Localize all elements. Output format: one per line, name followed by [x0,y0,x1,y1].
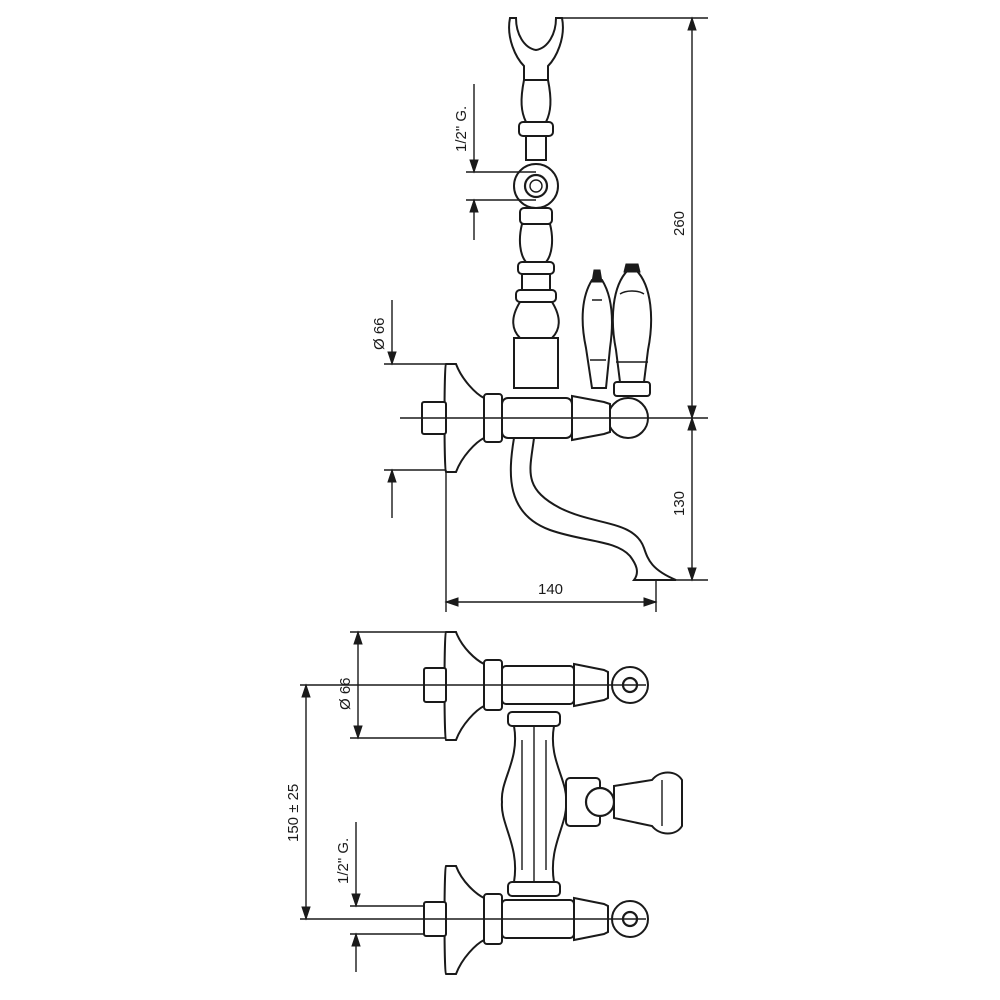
arrow-center-top [301,683,311,698]
top-thread-label: 1/2" G. [335,838,352,884]
column-base [513,337,559,389]
side-flange-diameter-label: Ø 66 [371,317,388,350]
arrow-top-thread-top [351,893,361,908]
holder-stem [520,79,552,123]
arrow-140-left [444,597,459,607]
column-bottom-collar [507,881,561,897]
arrow-center-bottom [301,906,311,921]
arrow-130-bottom [687,567,697,582]
arrow-flange-bottom [387,468,397,483]
arrow-top-flange-top [353,630,363,645]
arrow-130-top [687,416,697,431]
arrow-140-right [643,597,658,607]
lever-handle [611,269,653,383]
column-bulb [512,301,560,339]
lever-handle-details [616,290,648,363]
arrow-thread-bottom [469,198,479,213]
side-spout-reach-label: 140 [538,581,563,598]
top-center-distance-label: 150 ± 25 [285,784,302,842]
shower-holder-fork [508,17,564,81]
arrow-260-top [687,16,697,31]
diverter-handle-tip [591,269,603,283]
spout-ring [584,786,616,818]
arrow-top-thread-bottom [351,932,361,947]
arrow-flange-top [387,351,397,366]
holder-ring-upper [518,121,554,137]
lower-flange [443,865,485,975]
diverter-handle-details [590,299,606,361]
lever-collar [613,381,651,397]
arrow-260-bottom [687,405,697,420]
bath-spout [509,437,677,581]
side-view: 1/2" G. Ø 66 260 130 140 [371,16,708,612]
arrow-top-flange-bottom [353,725,363,740]
side-spout-height-label: 130 [671,491,688,516]
upper-flange [443,631,485,741]
column-mid [521,273,551,291]
diverter-handle-small [581,279,613,389]
column-spindle-lines [521,726,547,882]
top-flange-diameter-label: Ø 66 [337,677,354,710]
arrow-thread-top [469,159,479,174]
column-ring-2 [515,289,557,303]
holder-neck [525,135,547,161]
spout-outlet-top [613,771,683,835]
column-ring-1 [517,261,555,275]
column-upper [518,223,554,263]
top-view: Ø 66 150 ± 25 1/2" G. [285,630,683,975]
side-total-height-label: 260 [671,211,688,236]
column-collar-top [519,207,553,225]
side-thread-label: 1/2" G. [453,106,470,152]
lever-handle-tip [623,263,641,273]
shower-connection-bore [523,173,549,199]
shower-connection-inner [529,179,543,193]
column-top-collar [507,711,561,727]
